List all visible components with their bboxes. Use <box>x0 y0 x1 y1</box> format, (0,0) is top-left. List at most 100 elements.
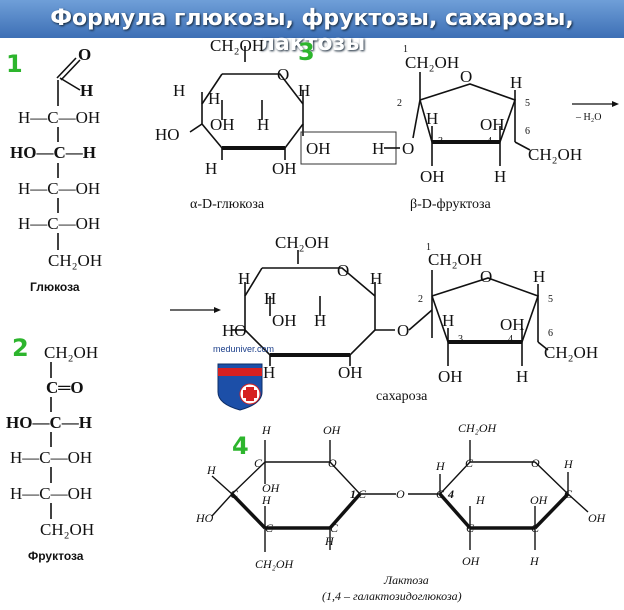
lactose-caption: Лактоза <box>383 573 429 587</box>
lactose-panel: 4 H OH H C O OH C 1 C H HO C <box>195 421 607 603</box>
lactose-h: H <box>529 554 540 568</box>
aldehyde-oxygen: O <box>78 45 91 64</box>
lactose-c1-label: 1 <box>350 487 356 501</box>
fructose-c3: HO—C—H <box>6 413 92 432</box>
lactose-c: C <box>436 487 445 501</box>
glucose-panel: 1 O H H—C—OH HO—C—H H—C—OH H—C—OH CH₂OH … <box>6 45 102 294</box>
fructose-caption: Фруктоза <box>28 549 84 563</box>
glucose-ring-oh: OH <box>210 115 235 134</box>
lactose-bridge-oxygen: O <box>396 487 405 501</box>
fructose-c6: CH₂OH <box>40 520 94 539</box>
watermark-text: meduniver.com <box>213 344 274 354</box>
glucose-anomeric-oh: OH <box>306 139 331 158</box>
lactose-subcaption: (1,4 – галактозидоглюкоза) <box>322 589 462 603</box>
fructose-ring-h: H <box>510 73 522 92</box>
sucrose-fructose-c5: 5 <box>548 294 553 305</box>
sucrose-fructose-oxygen: O <box>480 267 492 286</box>
lactose-ho: HO <box>195 511 214 525</box>
sucrose-fructose-h: H <box>516 367 528 386</box>
glucose-ring-h: H <box>208 89 220 108</box>
lactose-oh: OH <box>462 554 481 568</box>
glucose-c6: CH₂OH <box>48 251 102 270</box>
glucose-ring-h: H <box>173 81 185 100</box>
sucrose-fructose-c3: 3 <box>458 334 463 345</box>
fructose-anomeric-h: H <box>372 139 384 158</box>
lactose-h: H <box>563 457 574 471</box>
lactose-oxygen: O <box>531 456 540 470</box>
glucose-c2: H—C—OH <box>18 108 100 127</box>
fructose-ring-h: H <box>494 167 506 186</box>
lactose-c: C <box>465 456 474 470</box>
sucrose-glucose-h: H <box>314 311 326 330</box>
title-banner: Формула глюкозы, фруктозы, сахарозы, лак… <box>0 0 624 56</box>
sucrose-fructose-oh: OH <box>438 367 463 386</box>
fructose-panel: 2 CH₂OH C═O HO—C—H H—C—OH H—C—OH CH₂OH Ф… <box>6 334 98 563</box>
sucrose-fructose-oh: OH <box>500 315 525 334</box>
lactose-h: H <box>261 493 272 507</box>
glucose-ring-h: H <box>298 81 310 100</box>
sucrose-fructose-h: H <box>533 267 545 286</box>
sucrose-fructose-c2: 2 <box>418 294 423 305</box>
lactose-h: H <box>261 423 272 437</box>
fructose-carbon-3: 3 <box>438 136 443 147</box>
lactose-oxygen: O <box>328 456 337 470</box>
sucrose-fructose-h: H <box>442 311 454 330</box>
sucrose-fructose-c6: 6 <box>548 328 553 339</box>
fructose-carbon-4: 4 <box>487 136 492 147</box>
fructose-ring-o-link: O <box>402 139 414 158</box>
sucrose-label: сахароза <box>376 389 428 404</box>
lactose-c: C <box>330 521 339 535</box>
sucrose-glucose-oh: OH <box>338 363 363 382</box>
sucrose-glucose-ch2oh: CH₂OH <box>275 233 329 252</box>
fructose-ring-ch2oh: CH₂OH <box>405 53 459 72</box>
fructose-carbon-1: 1 <box>403 44 408 55</box>
lactose-h: H <box>435 459 446 473</box>
sucrose-fructose-c4: 4 <box>508 334 513 345</box>
fructose-ring-ch2oh: CH₂OH <box>528 145 582 164</box>
fructose-c5: H—C—OH <box>10 484 92 503</box>
fructose-carbon-2: 2 <box>397 98 402 109</box>
beta-fructose-label: β-D-фруктоза <box>410 197 492 212</box>
sucrose-glucose-ho: HO <box>222 321 247 340</box>
lactose-h: H <box>206 463 217 477</box>
sucrose-fructose-ch2oh: CH₂OH <box>544 343 598 362</box>
sucrose-glucose-oh: OH <box>272 311 297 330</box>
alpha-glucose-label: α-D-глюкоза <box>190 197 265 212</box>
fructose-c4: H—C—OH <box>10 448 92 467</box>
glucose-caption: Глюкоза <box>30 280 80 294</box>
glucose-c5: H—C—OH <box>18 214 100 233</box>
glucose-c3: HO—C—H <box>10 143 96 162</box>
lactose-c: C <box>564 487 573 501</box>
lactose-h: H <box>324 534 335 548</box>
sucrose-glucose-h: H <box>370 269 382 288</box>
glucose-number: 1 <box>6 50 23 78</box>
lactose-c4-label: 4 <box>447 487 454 501</box>
aldehyde-hydrogen: H <box>80 81 93 100</box>
sucrose-fructose-c1: 1 <box>426 242 431 253</box>
glucose-c4: H—C—OH <box>18 179 100 198</box>
glycosidic-oxygen: O <box>397 321 409 340</box>
sucrose-glucose-h: H <box>263 363 275 382</box>
lactose-c: C <box>230 487 239 501</box>
water-loss-label: – H₂O <box>575 112 601 123</box>
lactose-c: C <box>265 521 274 535</box>
glucose-ring-ch2oh: CH₂OH <box>210 36 264 55</box>
glucose-ring-h: H <box>257 115 269 134</box>
fructose-c1: CH₂OH <box>44 343 98 362</box>
glucose-ring-h: H <box>205 159 217 178</box>
fructose-c2: C═O <box>46 378 84 397</box>
sucrose-fructose-ch2oh: CH₂OH <box>428 250 482 269</box>
lactose-ch2oh: CH₂OH <box>255 557 295 571</box>
fructose-number: 2 <box>12 334 29 362</box>
lactose-number: 4 <box>232 432 249 460</box>
lactose-c: C <box>358 487 367 501</box>
page-title: Формула глюкозы, фруктозы, сахарозы, лак… <box>50 6 574 56</box>
fructose-ring-oh: OH <box>420 167 445 186</box>
lactose-ch2oh: CH₂OH <box>458 421 498 435</box>
fructose-ring-h: H <box>426 109 438 128</box>
glucose-ring-ho: HO <box>155 125 180 144</box>
lactose-oh: OH <box>323 423 342 437</box>
fructose-carbon-6: 6 <box>525 126 530 137</box>
sucrose-glucose-oxygen: O <box>337 261 349 280</box>
